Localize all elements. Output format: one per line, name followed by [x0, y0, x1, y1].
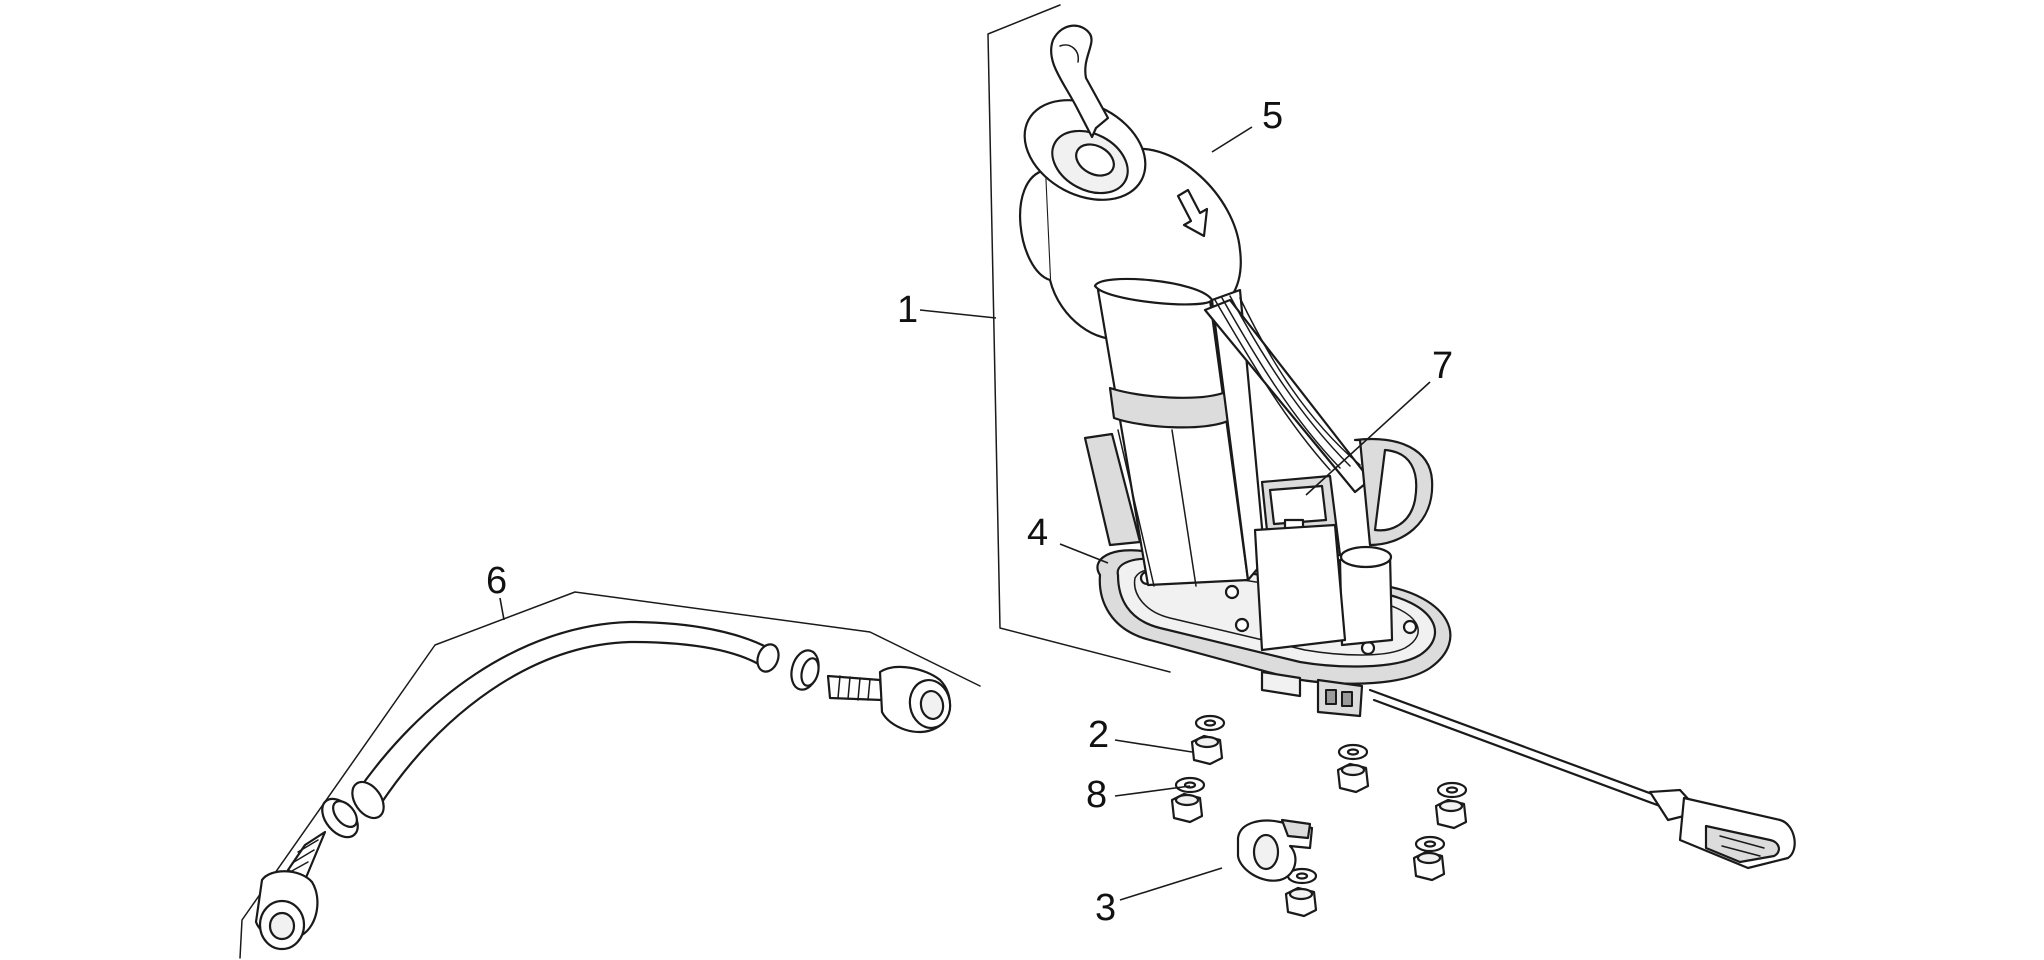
hose-group-bracket [239, 591, 981, 959]
hex-nut [1190, 734, 1224, 766]
callout-4: 4 [1027, 512, 1048, 554]
leader-1 [919, 309, 997, 319]
leader-2 [1114, 739, 1193, 753]
callout-2: 2 [1088, 714, 1109, 756]
hex-nut [1434, 798, 1468, 830]
callout-1: 1 [897, 289, 918, 331]
leader-7 [1305, 381, 1431, 496]
hose-clamp-bracket [1236, 818, 1314, 882]
callout-7: 7 [1432, 345, 1453, 387]
callout-8: 8 [1086, 774, 1107, 816]
assembly-bracket-1 [987, 4, 1171, 673]
quick-connector-left [254, 830, 327, 951]
callout-6: 6 [486, 560, 507, 602]
leader-8 [1114, 785, 1191, 797]
wiring-harness [1368, 688, 1796, 870]
quick-connector-right [826, 665, 952, 733]
hex-nut [1336, 762, 1370, 794]
fuel-hose-assembly [239, 591, 981, 959]
hex-nut [1412, 850, 1446, 882]
hex-nut [1284, 886, 1318, 918]
leader-5 [1211, 126, 1253, 153]
leader-4 [1059, 543, 1109, 564]
callout-3: 3 [1095, 887, 1116, 929]
leader-6 [499, 597, 505, 621]
leader-3 [1119, 867, 1223, 901]
callout-5: 5 [1262, 95, 1283, 137]
nuts-and-washers [1170, 714, 1468, 918]
hex-nut [1170, 792, 1204, 824]
fuel-pump-assembly [1019, 24, 1796, 870]
pump-body [1083, 277, 1434, 652]
